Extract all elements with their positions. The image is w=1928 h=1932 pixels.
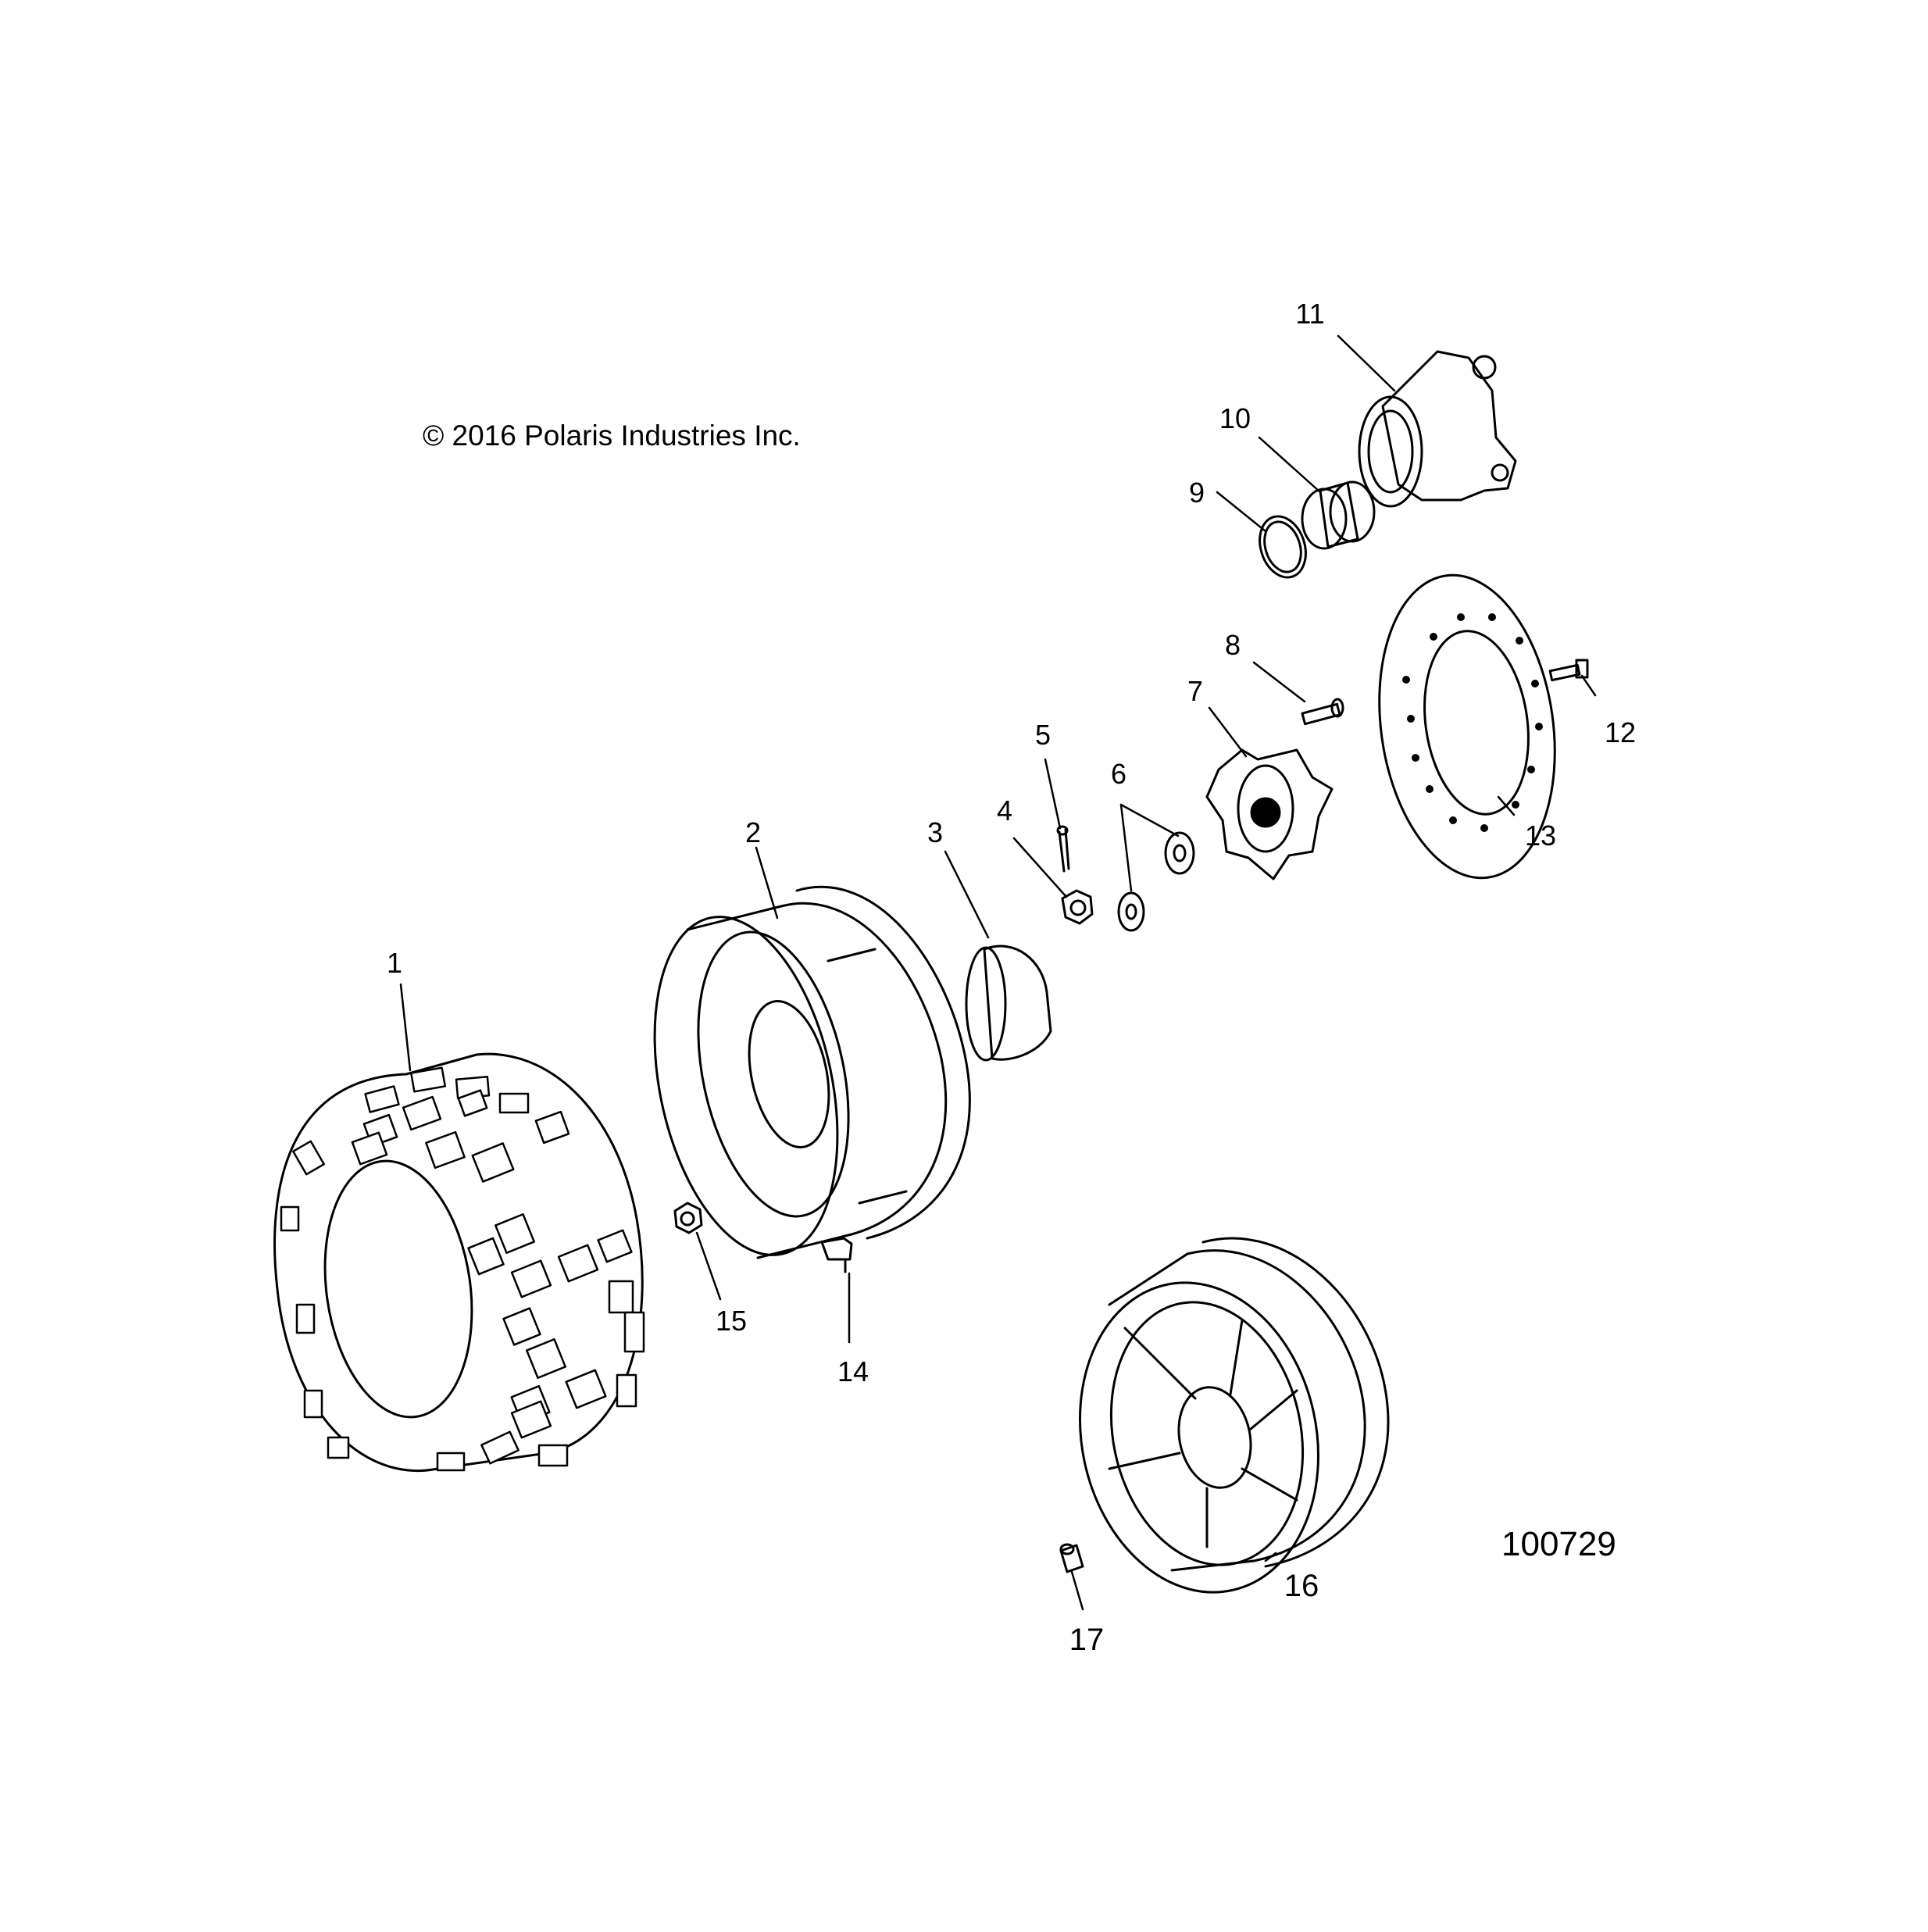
callout-5: 5	[1035, 719, 1051, 751]
callout-8: 8	[1225, 629, 1241, 661]
wheel-stud-icon[interactable]	[1301, 698, 1344, 726]
bearing-icon[interactable]	[1301, 480, 1376, 550]
callout-16: 16	[1284, 1569, 1319, 1603]
callout-9: 9	[1189, 477, 1205, 509]
callout-1: 1	[387, 947, 402, 979]
callout-3: 3	[927, 816, 943, 848]
callout-13: 13	[1525, 820, 1556, 852]
castle-nut-icon[interactable]	[1061, 889, 1094, 925]
callout-4: 4	[997, 795, 1012, 827]
callout-numbers: 1 2 3 4 5 6 7 8 9 10 11 12 13 14 15 16 1…	[387, 298, 1636, 1657]
leader-lines	[399, 334, 1597, 1611]
callout-10: 10	[1219, 402, 1251, 434]
callout-15: 15	[716, 1305, 747, 1337]
callout-7: 7	[1187, 675, 1203, 707]
copyright-text: © 2016 Polaris Industries Inc.	[423, 420, 801, 452]
callout-6: 6	[1111, 758, 1126, 790]
callout-12: 12	[1605, 716, 1636, 748]
callout-14: 14	[837, 1355, 869, 1387]
brake-disc-icon[interactable]	[1361, 564, 1573, 890]
wheel-hub-icon[interactable]	[1205, 748, 1334, 880]
washer-icon[interactable]	[1117, 831, 1195, 932]
cotter-pin-icon[interactable]	[1056, 825, 1070, 873]
callout-2: 2	[745, 816, 761, 848]
hub-cap-icon[interactable]	[965, 945, 1052, 1062]
valve-cap-icon[interactable]	[1059, 1543, 1084, 1573]
retaining-ring-icon[interactable]	[1252, 510, 1313, 583]
callout-11: 11	[1295, 298, 1324, 330]
rim-icon[interactable]	[627, 885, 971, 1272]
callout-17: 17	[1069, 1623, 1105, 1657]
tire-icon[interactable]	[273, 1052, 645, 1472]
spindle-housing-icon[interactable]	[1358, 350, 1517, 508]
lug-nut-icon[interactable]	[673, 1202, 703, 1234]
figure-id: 100729	[1501, 1525, 1616, 1563]
valve-stem-icon[interactable]	[820, 1237, 853, 1273]
cast-wheel-icon[interactable]	[1052, 1237, 1390, 1615]
